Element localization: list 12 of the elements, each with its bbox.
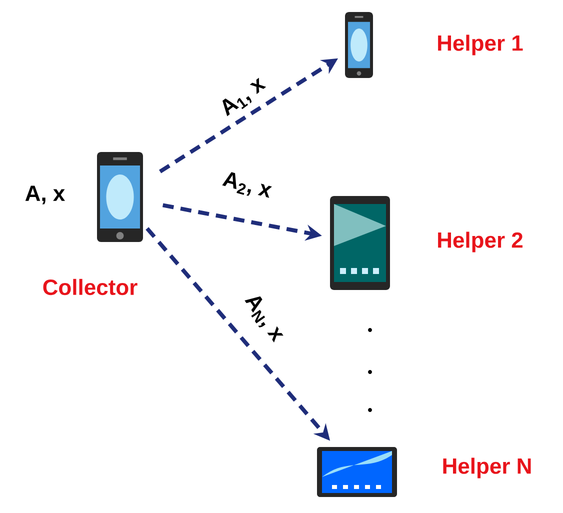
device-label: Collector xyxy=(43,278,138,296)
edge-label: A$_{N}$, x xyxy=(244,296,284,342)
edge-label: A$_{1}$, x xyxy=(222,78,266,116)
device-label: Helper 2 xyxy=(438,232,522,252)
device-label: Helper 1 xyxy=(438,34,523,56)
device-label: A, x xyxy=(25,186,65,204)
device-label: Helper N xyxy=(443,458,531,478)
picture xyxy=(97,152,143,242)
picture xyxy=(345,12,373,78)
edge-label: A$_{2}$, x xyxy=(222,172,272,198)
picture xyxy=(330,196,390,290)
picture xyxy=(317,447,397,497)
